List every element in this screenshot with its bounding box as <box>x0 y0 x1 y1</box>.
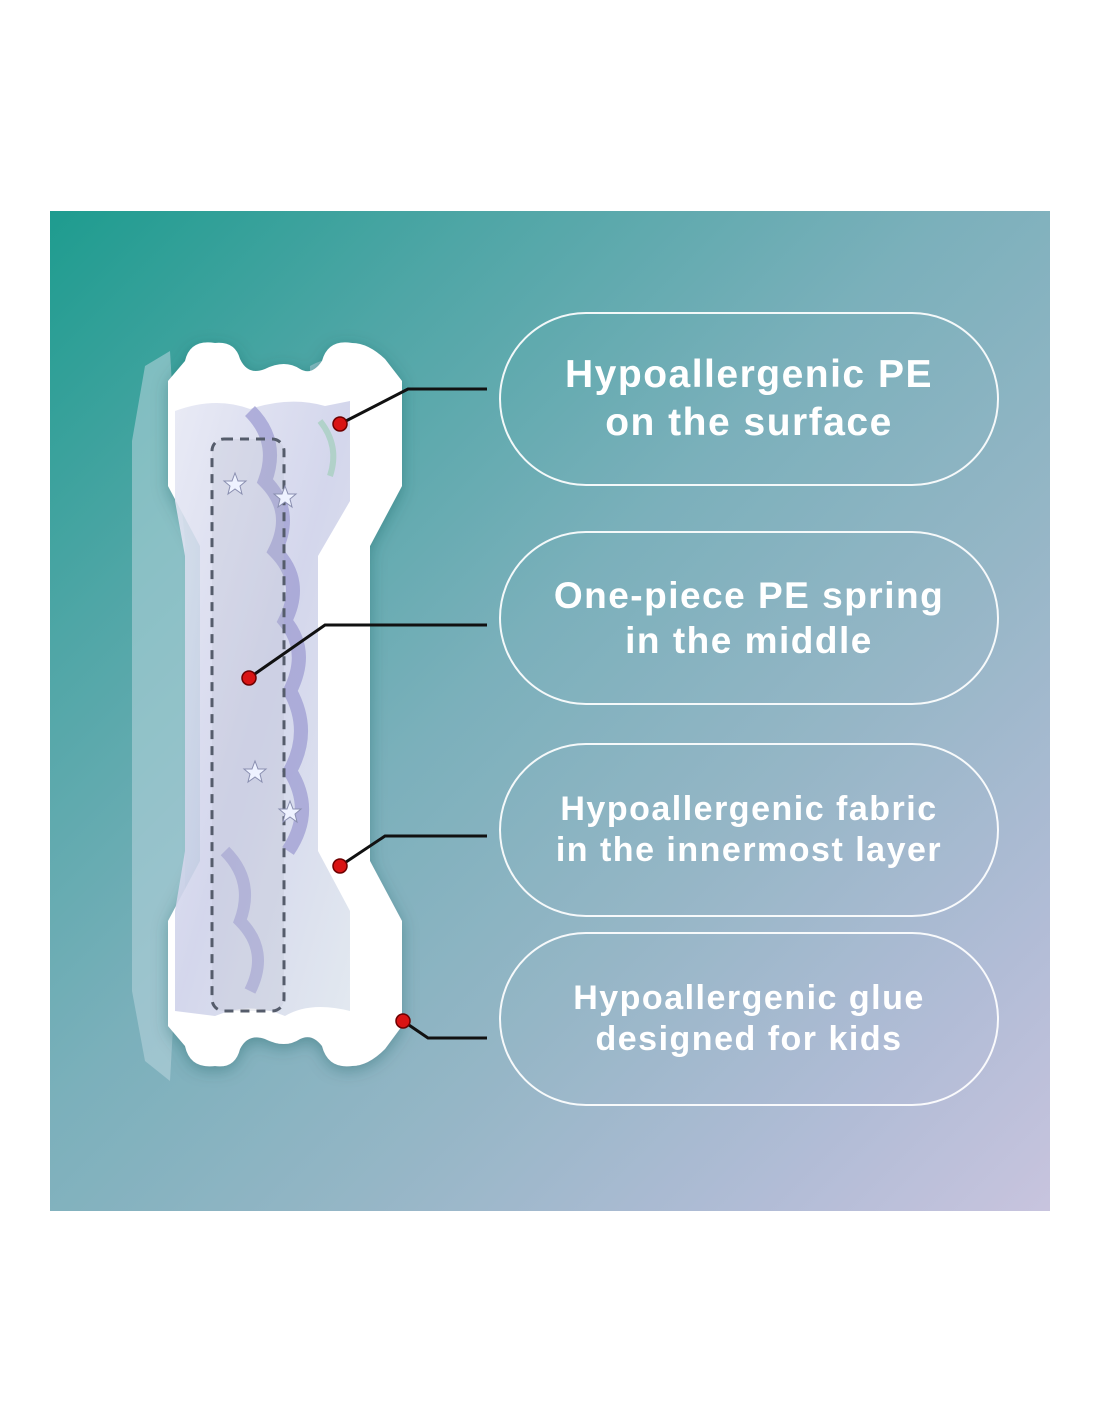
leader-line-1 <box>339 387 487 426</box>
cloud-band <box>244 406 309 855</box>
callout-text-line: One-piece PE spring <box>553 574 945 616</box>
callout-inner-fabric: Hypoallergenic fabric in the innermost l… <box>499 743 999 917</box>
callout-text-line: Hypoallergenic fabric <box>560 789 938 828</box>
callout-dot-2 <box>241 670 257 686</box>
leader-line-3 <box>339 834 487 868</box>
callout-dot-3 <box>332 858 348 874</box>
callout-text-line: Hypoallergenic PE <box>565 353 933 397</box>
cloud-band <box>317 419 337 477</box>
star-decorations <box>222 471 303 824</box>
callout-kids-glue: Hypoallergenic glue designed for kids <box>499 932 999 1106</box>
callout-dot-1 <box>332 416 348 432</box>
callout-text-line: designed for kids <box>595 1020 903 1058</box>
strip-pattern <box>175 401 350 1016</box>
callout-pe-spring: One-piece PE spring in the middle <box>499 531 999 705</box>
callout-text-line: Hypoallergenic glue <box>573 978 925 1017</box>
callout-dot-4 <box>395 1013 411 1029</box>
leader-line-4 <box>402 1019 487 1040</box>
nasal-strip-illustration <box>132 342 487 1081</box>
leader-lines <box>248 387 487 1040</box>
infographic-panel: Hypoallergenic PE on the surface One-pie… <box>50 211 1050 1211</box>
leader-line-2 <box>248 623 487 680</box>
callout-surface-pe: Hypoallergenic PE on the surface <box>499 312 999 486</box>
back-strip-layer <box>132 351 185 1081</box>
callout-text-line: in the innermost layer <box>555 831 943 869</box>
callout-text-line: on the surface <box>605 401 893 444</box>
cloud-band <box>220 846 264 994</box>
callout-text-line: in the middle <box>625 620 873 661</box>
spring-outline <box>210 437 286 1013</box>
